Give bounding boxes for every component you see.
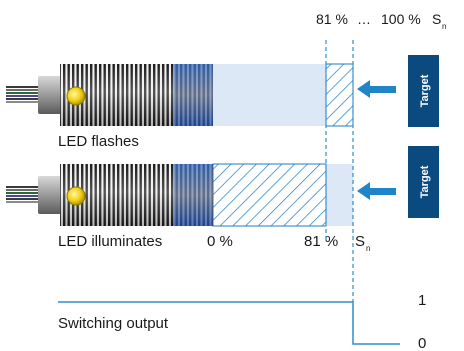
sensor-device-2 — [6, 164, 213, 226]
range-separator: … — [357, 11, 371, 27]
target-label-1: Target — [419, 74, 431, 107]
mark-subscript: n — [366, 244, 370, 253]
cable-1 — [6, 86, 40, 103]
led-indicator-2 — [66, 186, 86, 206]
range-symbol: S — [432, 11, 441, 27]
connector-1 — [38, 76, 62, 114]
led-indicator-1 — [66, 86, 86, 106]
caption-led-illuminates: LED illuminates — [58, 233, 162, 250]
caption-led-flashes: LED flashes — [58, 133, 139, 150]
cable-2 — [6, 186, 40, 203]
sensor-row-1: Target LED flashes — [6, 55, 439, 150]
level-low-label: 0 — [418, 335, 426, 351]
connector-2 — [38, 176, 62, 214]
level-high-label: 1 — [418, 292, 426, 309]
target-badge-1: Target — [408, 55, 439, 127]
sensor-device-1 — [6, 64, 213, 126]
range-from: 81 % — [316, 11, 348, 27]
range-label: 81 % … 100 % S n — [316, 11, 446, 31]
range-subscript: n — [442, 22, 446, 31]
mark-symbol: S — [355, 233, 365, 250]
beam-area-1 — [213, 64, 326, 126]
target-badge-2: Target — [408, 146, 439, 218]
mark-value-label: 81 % — [304, 233, 338, 250]
target-zone-2 — [212, 163, 327, 227]
caption-switching-output: Switching output — [58, 315, 169, 332]
range-to: 100 % — [381, 11, 421, 27]
arrow-left-icon — [357, 80, 396, 98]
target-label-2: Target — [419, 165, 431, 198]
sensor-row-2: Target LED illuminates 0 % 81 % S n — [6, 146, 439, 253]
arrow-left-icon — [357, 182, 396, 200]
zero-percent-label: 0 % — [207, 233, 233, 250]
target-zone-1 — [325, 63, 354, 127]
switching-signal-line — [58, 301, 400, 345]
switching-output: Switching output 1 0 — [58, 292, 426, 351]
